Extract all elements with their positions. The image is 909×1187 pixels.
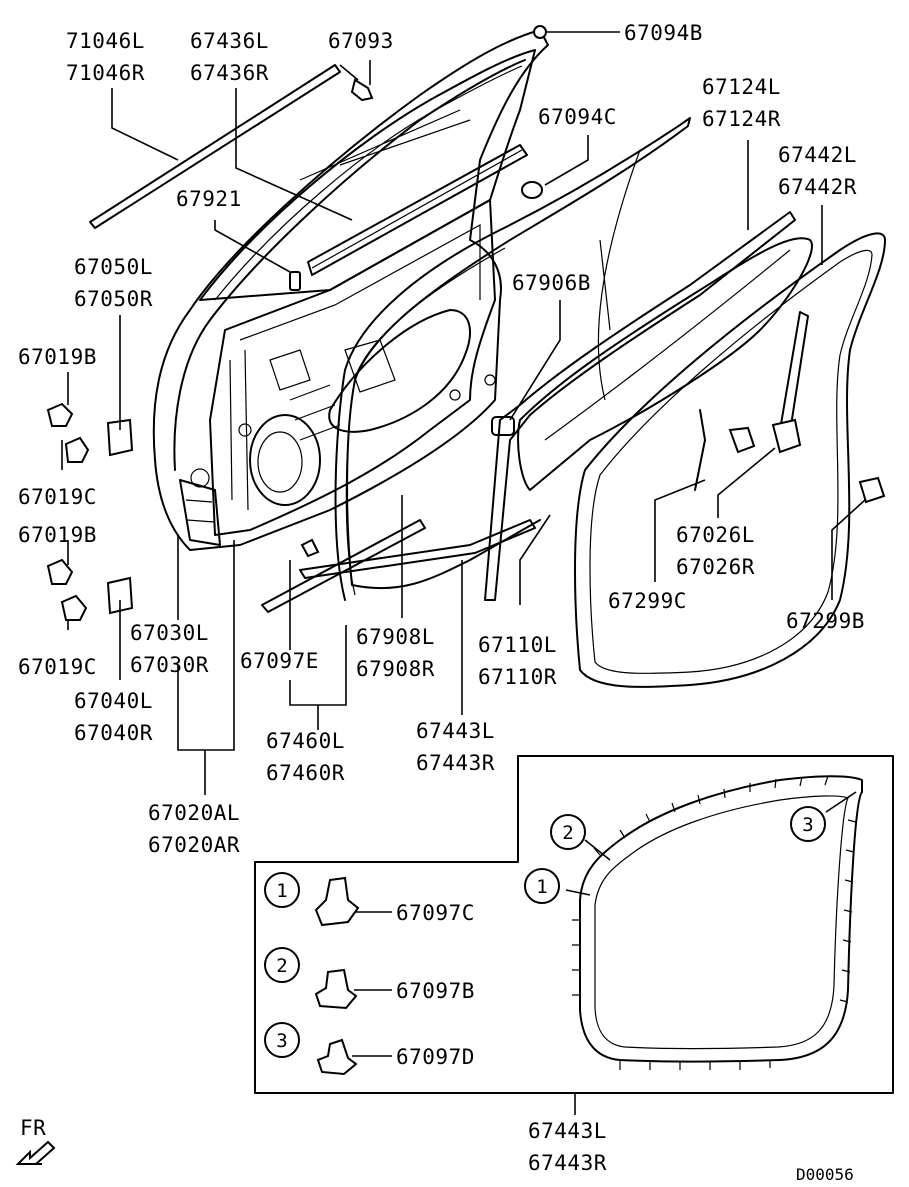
- callout-circle-1-detail: [524, 868, 560, 904]
- label-67097E: 67097E: [240, 649, 319, 673]
- label-67030R: 67030R: [130, 653, 209, 677]
- label-67093: 67093: [328, 29, 394, 53]
- label-67436R: 67436R: [190, 61, 269, 85]
- label-67110L: 67110L: [478, 633, 557, 657]
- door-glass: [484, 149, 813, 601]
- callout-circle-3-left: [264, 1022, 300, 1058]
- callout-2-left: 2: [276, 955, 287, 977]
- leader-lines: [111, 31, 866, 795]
- door-weatherstrip: [334, 117, 691, 601]
- diagram-code: D00056: [796, 1165, 854, 1184]
- label-67040R: 67040R: [74, 721, 153, 745]
- callout-circle-2-detail: [550, 814, 586, 850]
- label-67020AR: 67020AR: [148, 833, 240, 857]
- callout-3-detail: 3: [802, 814, 813, 836]
- door-panel: [89, 25, 549, 551]
- label-67908R: 67908R: [356, 657, 435, 681]
- label-67026R: 67026R: [676, 555, 755, 579]
- front-arrow: FR: [15, 1116, 56, 1165]
- label-71046L: 71046L: [66, 29, 145, 53]
- hinge-hardware: [46, 372, 134, 630]
- callout-circles: 1 2 3 1 2 3: [264, 806, 826, 1058]
- fr-label: FR: [20, 1116, 46, 1140]
- label-67442R: 67442R: [778, 175, 857, 199]
- label-67040L: 67040L: [74, 689, 153, 713]
- label-67050L: 67050L: [74, 255, 153, 279]
- callout-1-left: 1: [276, 880, 287, 902]
- label-67097C: 67097C: [396, 901, 475, 925]
- part-labels: 71046L 71046R 67436L 67436R 67093 67094B…: [18, 21, 865, 1184]
- window-regulator: [694, 311, 886, 504]
- callout-1-detail: 1: [536, 876, 547, 898]
- label-67443R-bottom: 67443R: [528, 1151, 607, 1175]
- label-67124L: 67124L: [702, 75, 781, 99]
- label-67908L: 67908L: [356, 625, 435, 649]
- label-67436L: 67436L: [190, 29, 269, 53]
- label-67443L-bottom: 67443L: [528, 1119, 607, 1143]
- callout-circle-1-left: [264, 872, 300, 908]
- label-67019B-1: 67019B: [18, 345, 97, 369]
- label-67124R: 67124R: [702, 107, 781, 131]
- callout-3-left: 3: [276, 1030, 287, 1052]
- callout-circle-3-detail: [790, 806, 826, 842]
- label-67299C: 67299C: [608, 589, 687, 613]
- label-67443L-top: 67443L: [416, 719, 495, 743]
- label-67050R: 67050R: [74, 287, 153, 311]
- label-67460R: 67460R: [266, 761, 345, 785]
- detail-inset: [254, 755, 894, 1115]
- callout-circle-2-left: [264, 947, 300, 983]
- bottom-seals: [261, 519, 536, 613]
- label-67019B-2: 67019B: [18, 523, 97, 547]
- label-67020AL: 67020AL: [148, 801, 240, 825]
- label-67442L: 67442L: [778, 143, 857, 167]
- label-67097B: 67097B: [396, 979, 475, 1003]
- label-67094C: 67094C: [538, 105, 617, 129]
- label-67110R: 67110R: [478, 665, 557, 689]
- label-67443R-top: 67443R: [416, 751, 495, 775]
- label-67019C-1: 67019C: [18, 485, 97, 509]
- label-67030L: 67030L: [130, 621, 209, 645]
- label-67460L: 67460L: [266, 729, 345, 753]
- label-67299B: 67299B: [786, 609, 865, 633]
- label-67094B: 67094B: [624, 21, 703, 45]
- callout-2-detail: 2: [562, 822, 573, 844]
- frame-weatherstrip: [574, 232, 886, 688]
- label-67097D: 67097D: [396, 1045, 475, 1069]
- label-71046R: 71046R: [66, 61, 145, 85]
- label-67026L: 67026L: [676, 523, 755, 547]
- label-67921: 67921: [176, 187, 242, 211]
- label-67019C-2: 67019C: [18, 655, 97, 679]
- label-67906B: 67906B: [512, 271, 591, 295]
